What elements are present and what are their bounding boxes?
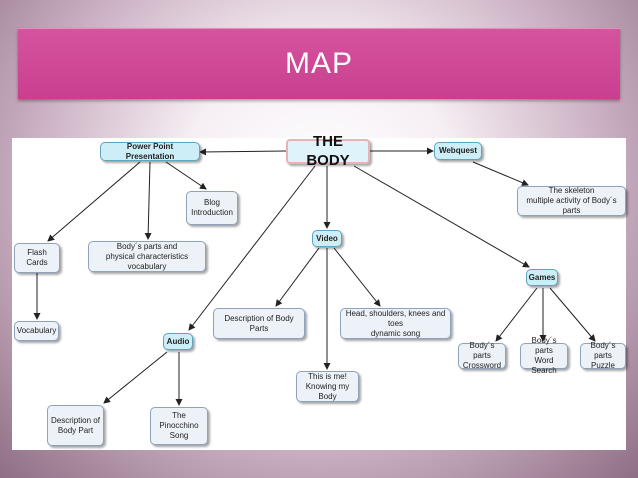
node-skeleton: The skeleton multiple activity of Body´s… [517, 186, 626, 216]
arrow-ppt-to-flash-cards [47, 161, 141, 242]
arrow-root-to-games [353, 165, 530, 268]
concept-map: THE BODY Power Point Presentation Webque… [12, 133, 626, 450]
node-video: Video [312, 230, 342, 247]
node-word-search: Body´s parts Word Search [520, 336, 568, 375]
arrow-ppt-to-blog [165, 161, 207, 190]
arrow-games-to-puzzle [549, 287, 596, 342]
title-banner: MAP [18, 28, 620, 99]
node-puzzle: Body´s parts Puzzle [580, 341, 626, 370]
node-audio: Audio [163, 333, 193, 350]
arrow-root-to-ppt [199, 148, 287, 156]
arrow-ppt-to-vocab-desc [144, 161, 152, 240]
arrow-games-to-crossword [495, 287, 538, 342]
node-vocab-description: Body´s parts and physical characteristic… [88, 241, 206, 272]
slide-title: MAP [284, 47, 353, 80]
arrow-root-to-audio [188, 165, 316, 331]
node-head-shoulders-song: Head, shoulders, knees and toes dynamic … [340, 308, 451, 339]
node-blog-introduction: Blog Introduction [186, 191, 238, 225]
arrow-audio-to-desc-body-part [103, 351, 168, 404]
node-description-of-body-part: Description of Body Part [47, 405, 104, 446]
node-webquest: Webquest [434, 142, 482, 160]
node-power-point-presentation: Power Point Presentation [100, 142, 200, 161]
node-vocabulary: Vocabulary [14, 321, 59, 341]
node-crossword: Body´s parts Crossword [458, 341, 506, 370]
node-this-is-me: This is me! Knowing my Body [296, 371, 359, 402]
arrow-video-to-desc-body-parts [275, 247, 320, 307]
arrow-webquest-to-skeleton [472, 161, 529, 186]
node-flash-cards: Flash Cards [14, 243, 60, 273]
node-pinocchio-song: The Pinocchino Song [150, 407, 208, 445]
arrow-video-to-head-shoulders [333, 247, 381, 307]
connector-layer [33, 147, 596, 406]
node-games: Games [526, 269, 558, 286]
node-the-body: THE BODY [286, 133, 370, 169]
node-description-of-body-parts: Description of Body Parts [213, 308, 305, 339]
